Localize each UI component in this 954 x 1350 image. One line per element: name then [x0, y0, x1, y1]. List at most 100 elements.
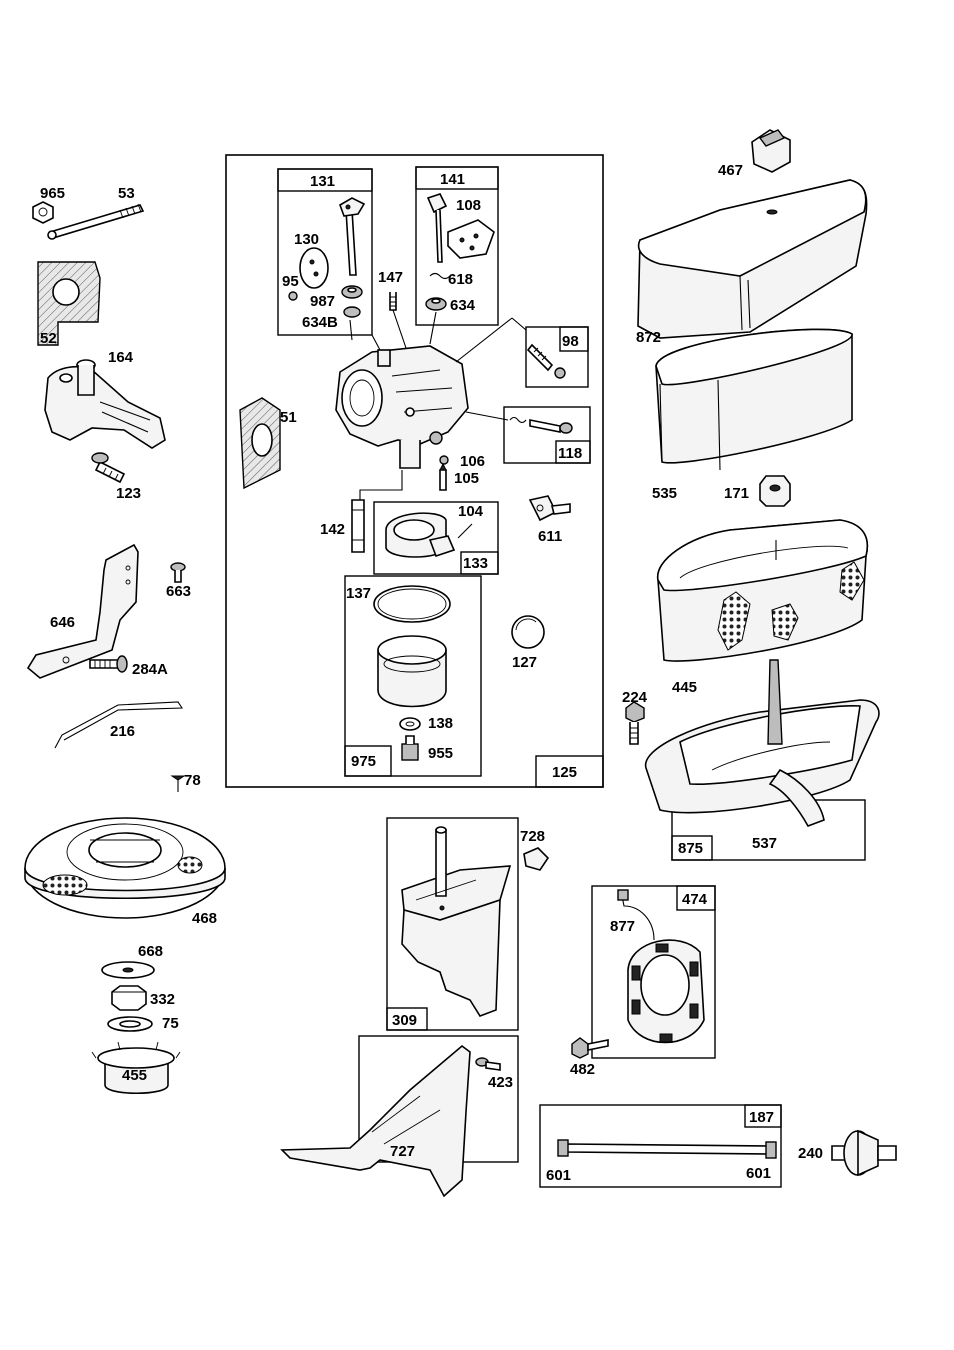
label-142: 142	[320, 521, 345, 538]
label-75: 75	[162, 1015, 179, 1032]
label-52: 52	[40, 330, 57, 347]
label-601-right: 601	[746, 1165, 771, 1182]
label-535: 535	[652, 485, 677, 502]
label-164: 164	[108, 349, 134, 366]
label-987: 987	[310, 293, 335, 310]
screw-482-icon	[572, 1038, 608, 1058]
label-727: 727	[390, 1143, 415, 1160]
mixture-screw-icon	[510, 418, 572, 434]
alternator-icon	[618, 890, 704, 1043]
choke-plate-108-icon	[448, 220, 494, 258]
label-309: 309	[392, 1012, 417, 1029]
needle-105-icon	[440, 464, 446, 490]
air-filter-icon	[658, 520, 868, 661]
label-131: 131	[310, 173, 335, 190]
label-240: 240	[798, 1145, 823, 1162]
label-78: 78	[184, 772, 201, 789]
screw-123-icon	[92, 453, 124, 482]
label-53: 53	[118, 185, 135, 202]
fuel-line-icon	[558, 1140, 776, 1158]
label-611: 611	[538, 528, 562, 545]
float-icon	[386, 513, 454, 557]
air-filter-cover-icon	[638, 180, 867, 338]
label-634b: 634B	[302, 314, 338, 331]
label-224: 224	[622, 689, 648, 706]
label-147: 147	[378, 269, 403, 286]
gasket-51-icon	[240, 398, 280, 488]
label-474: 474	[682, 891, 708, 908]
label-187: 187	[749, 1109, 774, 1126]
screw-423-icon	[476, 1058, 500, 1070]
label-482: 482	[570, 1061, 595, 1078]
label-468: 468	[192, 910, 217, 927]
label-133: 133	[463, 555, 488, 572]
rotating-screen-468-icon	[25, 818, 225, 918]
label-445: 445	[672, 679, 697, 696]
washer-106-icon	[440, 456, 448, 464]
choke-shaft-icon	[428, 194, 446, 262]
label-216: 216	[110, 723, 135, 740]
label-51: 51	[280, 409, 297, 426]
label-171: 171	[724, 485, 749, 502]
label-130: 130	[294, 231, 319, 248]
screw-611-icon	[530, 496, 570, 520]
fuel-filter-icon	[832, 1131, 896, 1175]
carburetor-icon	[336, 346, 468, 468]
bowl-gasket-137-icon	[374, 586, 450, 622]
label-332: 332	[150, 991, 175, 1008]
screw-284a-icon	[90, 656, 127, 672]
plug-127-icon	[512, 616, 544, 648]
float-pin-104-icon	[458, 524, 472, 538]
throttle-plate-130-icon	[300, 248, 328, 288]
label-423: 423	[488, 1074, 513, 1091]
label-728: 728	[520, 828, 545, 845]
label-646: 646	[50, 614, 75, 631]
label-98: 98	[562, 333, 579, 350]
label-125: 125	[552, 764, 577, 781]
seal-987-icon	[342, 286, 362, 298]
throttle-shaft-53-icon	[48, 204, 143, 239]
bushing-634-icon	[426, 298, 446, 310]
nut-171-icon	[760, 476, 790, 506]
intake-elbow-164-icon	[45, 360, 165, 448]
washer-138-icon	[400, 718, 420, 730]
nut-965-icon	[33, 202, 53, 223]
label-108: 108	[456, 197, 481, 214]
label-467: 467	[718, 162, 743, 179]
label-141: 141	[440, 171, 465, 188]
label-975: 975	[351, 753, 376, 770]
label-106: 106	[460, 453, 485, 470]
label-877: 877	[610, 918, 635, 935]
air-guide-727-icon	[282, 1046, 470, 1196]
nut-332-icon	[112, 986, 146, 1010]
label-95: 95	[282, 273, 299, 290]
label-537: 537	[752, 835, 777, 852]
label-634: 634	[450, 297, 476, 314]
screw-663-icon	[171, 563, 185, 582]
label-123: 123	[116, 485, 141, 502]
washer-75-icon	[108, 1017, 152, 1031]
label-105: 105	[454, 470, 479, 487]
pin-142-icon	[352, 500, 364, 552]
pre-cleaner-535-icon	[656, 329, 852, 470]
label-965: 965	[40, 185, 65, 202]
label-118: 118	[558, 445, 582, 462]
label-138: 138	[428, 715, 453, 732]
label-601-left: 601	[546, 1167, 571, 1184]
label-284a: 284A	[132, 661, 168, 678]
clip-728-icon	[524, 848, 548, 870]
label-618: 618	[448, 271, 473, 288]
label-137: 137	[346, 585, 371, 602]
label-455: 455	[122, 1067, 147, 1084]
washer-668-icon	[102, 962, 154, 978]
screw-224-icon	[626, 702, 644, 744]
label-872: 872	[636, 329, 661, 346]
label-663: 663	[166, 583, 191, 600]
governor-bracket-icon	[402, 827, 510, 1016]
screw-78-icon	[172, 776, 184, 792]
spring-618-icon	[430, 274, 450, 279]
throttle-shaft-icon	[340, 198, 364, 275]
float-bowl-icon	[378, 636, 446, 707]
label-127: 127	[512, 654, 537, 671]
